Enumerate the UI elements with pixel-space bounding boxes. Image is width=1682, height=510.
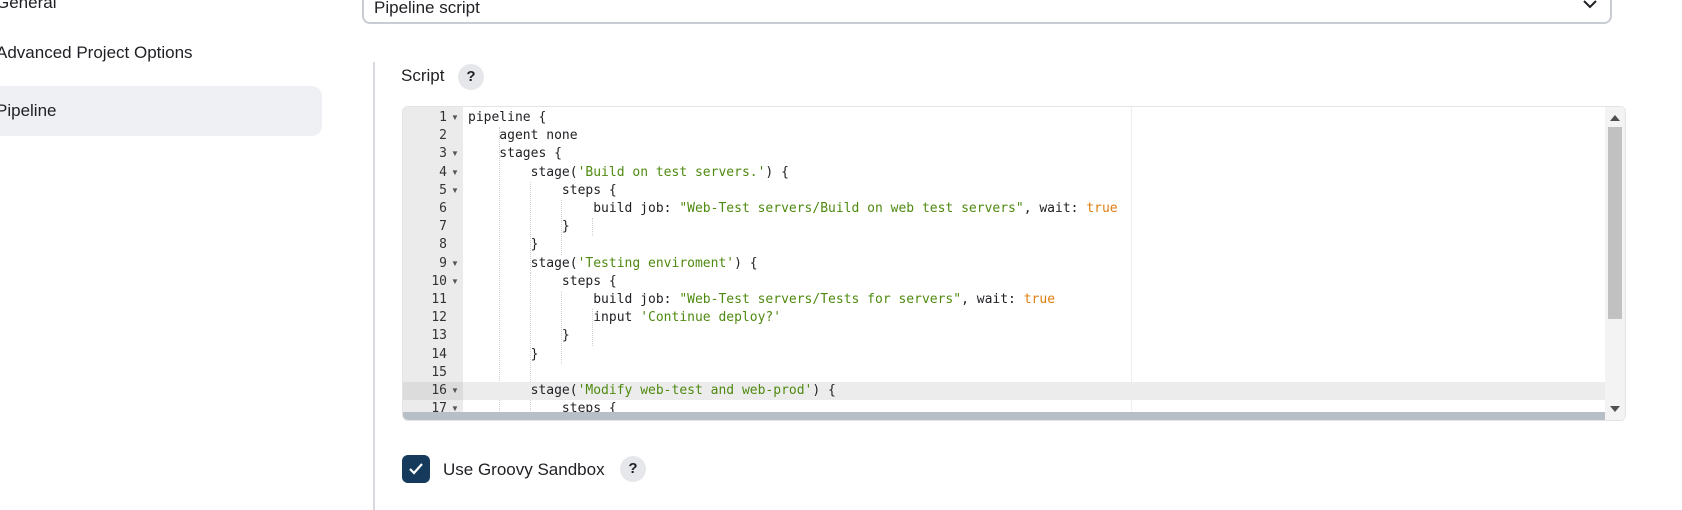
code-line: stages { <box>463 145 1605 163</box>
line-number: 8 <box>439 237 447 253</box>
code-line-text: pipeline { <box>468 110 547 125</box>
indent-guide <box>529 272 532 382</box>
line-number: 2 <box>439 128 447 144</box>
line-number: 3 <box>439 146 447 162</box>
fold-toggle-icon[interactable]: ▼ <box>451 185 459 195</box>
code-line-text: steps { <box>468 182 617 198</box>
code-line-text: } <box>468 328 570 344</box>
fold-toggle-icon[interactable]: ▼ <box>451 167 459 177</box>
code-line: build job: "Web-Test servers/Build on we… <box>463 200 1605 218</box>
code-line-text: build job: "Web-Test servers/Build on we… <box>468 201 1118 216</box>
code-line-text: } <box>468 237 539 253</box>
code-line: pipeline { <box>463 109 1605 127</box>
indent-guide <box>592 218 594 237</box>
sidebar-item-advanced-project-options[interactable]: Advanced Project Options <box>0 28 316 78</box>
code-line-text: input 'Continue deploy?' <box>468 310 782 326</box>
definition-select-value: Pipeline script <box>374 0 480 17</box>
sidebar-item-label: Advanced Project Options <box>0 43 193 62</box>
code-line-text: agent none <box>468 128 578 144</box>
line-number: 9 <box>439 255 447 271</box>
line-number: 7 <box>439 219 447 235</box>
line-number: 14 <box>431 346 447 362</box>
code-line: input 'Continue deploy?' <box>463 309 1605 327</box>
line-number: 1 <box>439 110 447 125</box>
fold-toggle-icon[interactable]: ▼ <box>451 258 459 268</box>
fold-toggle-icon[interactable]: ▼ <box>451 404 459 414</box>
code-line-text: } <box>468 219 570 235</box>
fold-toggle-icon[interactable]: ▼ <box>451 386 459 395</box>
section-divider <box>373 62 375 510</box>
fold-toggle-icon[interactable]: ▼ <box>451 276 459 286</box>
definition-select[interactable]: Pipeline script <box>362 0 1612 24</box>
indent-guide <box>561 291 563 364</box>
sidebar-item-general[interactable]: General <box>0 0 316 28</box>
indent-guide <box>529 181 532 273</box>
use-groovy-sandbox-checkbox[interactable] <box>402 455 430 483</box>
code-line: stage('Build on test servers.') { <box>463 164 1605 182</box>
scrollbar-thumb[interactable] <box>1608 127 1622 319</box>
indent-guide <box>592 309 594 346</box>
code-line-text: steps { <box>468 273 617 289</box>
line-number: 5 <box>439 182 447 198</box>
code-line-text: stage('Modify web-test and web-prod') { <box>468 383 836 398</box>
code-line: stage('Modify web-test and web-prod') { <box>463 382 1605 401</box>
chevron-down-icon <box>1583 0 1597 9</box>
code-line <box>463 364 1605 382</box>
code-line: agent none <box>463 127 1605 145</box>
sidebar-item-pipeline[interactable]: Pipeline <box>0 86 322 136</box>
scroll-up-arrow-icon[interactable] <box>1610 115 1620 121</box>
editor-horizontal-scrollbar[interactable] <box>403 412 1605 420</box>
code-line-text: } <box>468 346 539 362</box>
checkmark-icon <box>409 463 423 475</box>
script-help-button[interactable]: ? <box>458 64 484 90</box>
line-number: 10 <box>431 273 447 289</box>
scroll-down-arrow-icon[interactable] <box>1610 406 1620 412</box>
line-number: 4 <box>439 164 447 180</box>
script-label: Script <box>401 66 445 85</box>
fold-toggle-icon[interactable]: ▼ <box>451 149 459 159</box>
editor-vertical-scrollbar[interactable] <box>1605 107 1625 420</box>
code-line: } <box>463 327 1605 345</box>
fold-toggle-icon[interactable]: ▼ <box>451 113 459 122</box>
sidebar-item-label: General <box>0 0 57 12</box>
line-number: 13 <box>431 328 447 344</box>
line-number: 15 <box>431 364 447 380</box>
line-number: 16 <box>403 382 463 401</box>
line-number: 6 <box>439 201 447 216</box>
code-line-text: stage('Build on test servers.') { <box>468 164 789 180</box>
code-line-text: stages { <box>468 146 562 162</box>
code-line-text: stage('Testing enviroment') { <box>468 255 758 271</box>
code-line-text: build job: "Web-Test servers/Tests for s… <box>468 292 1056 307</box>
code-area[interactable]: pipeline { agent none stages { stage('Bu… <box>463 107 1605 412</box>
code-line: stage('Testing enviroment') { <box>463 255 1605 273</box>
code-line: steps { <box>463 182 1605 200</box>
code-line-text: steps { <box>468 401 617 412</box>
code-line: build job: "Web-Test servers/Tests for s… <box>463 291 1605 309</box>
print-margin <box>1131 107 1132 412</box>
sandbox-help-button[interactable]: ? <box>620 456 646 482</box>
code-line: steps { <box>463 273 1605 291</box>
code-line: steps { <box>463 400 1605 412</box>
code-line: } <box>463 346 1605 364</box>
code-line: } <box>463 236 1605 254</box>
indent-guide <box>498 127 501 412</box>
indent-guide <box>561 200 563 255</box>
indent-guide <box>529 400 532 412</box>
line-number: 11 <box>431 292 447 307</box>
line-number: 12 <box>431 310 447 326</box>
code-line: } <box>463 218 1605 236</box>
use-groovy-sandbox-label: Use Groovy Sandbox <box>443 460 605 479</box>
sidebar-item-label: Pipeline <box>0 101 57 120</box>
